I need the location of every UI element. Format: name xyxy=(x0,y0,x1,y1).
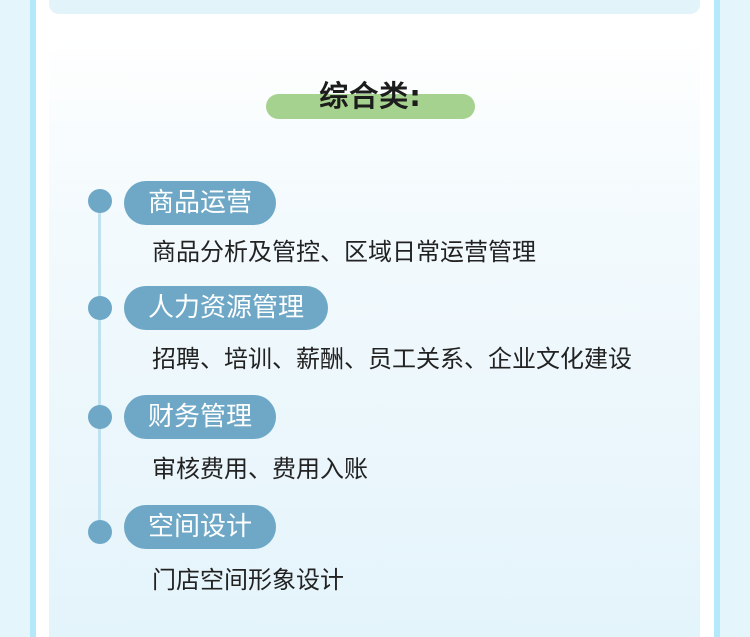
category-pill-product-operations: 商品运营 xyxy=(124,181,277,225)
category-pill-finance: 财务管理 xyxy=(124,395,277,439)
category-pill-space-design: 空间设计 xyxy=(124,505,277,549)
timeline-dot xyxy=(88,296,112,320)
timeline-dot xyxy=(88,520,112,544)
category-description: 门店空间形象设计 xyxy=(152,566,344,594)
timeline-dot xyxy=(88,405,112,429)
timeline-line xyxy=(98,201,101,533)
section-title: 综合类: xyxy=(319,79,422,113)
category-description: 审核费用、费用入账 xyxy=(152,455,368,483)
category-description: 商品分析及管控、区域日常运营管理 xyxy=(152,238,536,266)
previous-card xyxy=(49,0,700,14)
category-pill-human-resources: 人力资源管理 xyxy=(124,286,329,330)
title-highlight xyxy=(266,94,475,119)
timeline-dot xyxy=(88,189,112,213)
category-description: 招聘、培训、薪酬、员工关系、企业文化建设 xyxy=(152,345,632,373)
